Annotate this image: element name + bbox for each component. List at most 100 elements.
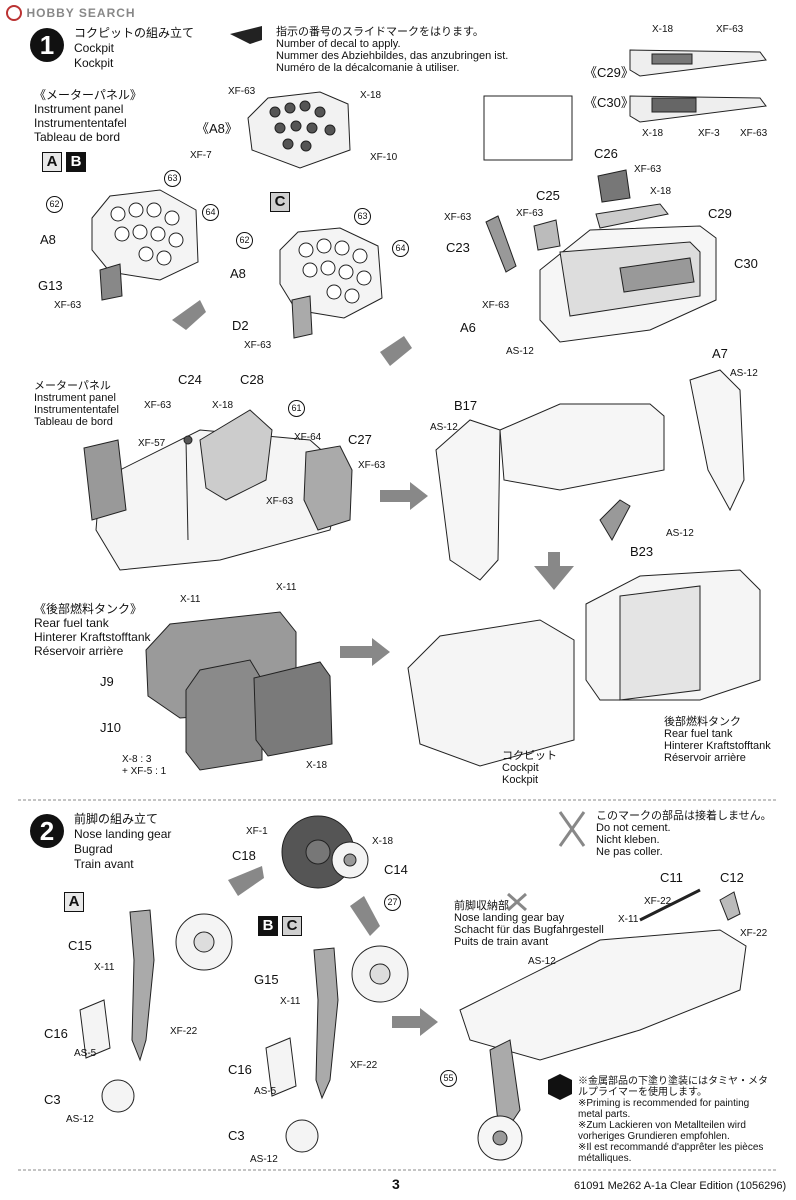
part-c28: C28 [240,372,264,387]
g13-color-xf63: XF-63 [54,300,82,311]
a8-color-xf10: XF-10 [370,152,398,163]
decal-note-de: Nummer des Abziehbildes, das anzubringen… [276,50,509,62]
part-c27: C27 [348,432,372,447]
decal-note-fr: Numéro de la décalcomanie à utiliser. [276,62,460,74]
part-c3: C3 [44,1092,61,1107]
c26-color-x18: X-18 [650,186,672,197]
rear-tank-caption-2: 後部燃料タンク Rear fuel tank Hinterer Kraftsto… [664,716,771,764]
variant-c-box-2: C [282,916,302,936]
a8-panel-drawing [247,91,351,169]
rear-fuel-tank-drawing [145,611,333,771]
cockpit-jp: コクピット [502,750,557,762]
cockpit-caption: コクピット Cockpit Kockpit [502,750,557,786]
c18-color-xf1: XF-1 [246,826,268,837]
part-g13: G13 [38,278,63,293]
part-a8-left: A8 [40,232,56,247]
hobby-search-logo: HOBBY SEARCH [6,4,136,22]
bay-jp: 前脚収納部 [454,900,509,912]
no-cement-en: Do not cement. [596,822,671,834]
c11-color-x11: X-11 [618,914,639,925]
side-panels-drawing [629,49,767,123]
instrument-panel2-fr: Tableau de bord [34,416,113,428]
no-cement-de: Nicht kleben. [596,834,660,846]
c11-color-xf22: XF-22 [644,896,672,907]
part-c26: C26 [594,146,618,161]
c16-bc-color-as5: AS-5 [254,1086,277,1097]
decal-note: 指示の番号のスライドマークをはります。 Number of decal to a… [276,26,508,74]
gear-bc-drawing [265,945,409,1153]
decal-note-jp: 指示の番号のスライドマークをはります。 [276,26,484,38]
b23-color-as12: AS-12 [666,528,694,539]
part-b17: B17 [454,398,478,413]
c28-color-xf64: XF-64 [294,432,322,443]
cockpit-tub-drawing [483,95,717,343]
part-c23: C23 [446,240,470,255]
part-c18: C18 [232,848,256,863]
bay-color-as12: AS-12 [528,956,556,967]
c3-color-as12: AS-12 [66,1114,94,1125]
c15-color-x11: X-11 [94,962,115,973]
step-2-title-de: Bugrad [74,842,113,856]
c30-color-xf3: XF-3 [698,128,720,139]
c24-color-xf57: XF-57 [138,438,166,449]
part-d2: D2 [232,318,249,333]
rear-tank2-de: Hinterer Kraftstofftank [664,740,771,752]
c29-color-x18: X-18 [652,24,674,35]
d2-color-xf63: XF-63 [244,340,272,351]
bay-de: Schacht für das Bugfahrgestell [454,924,604,936]
decal-62-marker-c: 62 [236,232,253,249]
j10-color-x18: X-18 [306,760,328,771]
c30-color-xf63: XF-63 [740,128,768,139]
nose-wheel-parts-drawing [281,815,369,889]
metal-primer-icon [548,1074,572,1100]
nose-gear-bay-drawing [459,888,747,1161]
part-j10: J10 [100,720,121,735]
decal-55-marker: 55 [440,1070,457,1087]
c30-color-x18: X-18 [642,128,664,139]
rear-tank-jp: 《後部燃料タンク》 [34,602,143,616]
c15-color-xf22: XF-22 [170,1026,198,1037]
g15-color-xf22: XF-22 [350,1060,378,1071]
c30-bracket-label: 《C30》 [584,95,634,110]
instrument-panel-ab-drawing [91,189,199,301]
instrument-panel2-en: Instrument panel [34,392,116,404]
no-cement-jp: このマークの部品は接着しません。 [596,810,772,822]
step-1-title-en: Cockpit [74,41,115,55]
g15-color-x11: X-11 [280,996,301,1007]
c3-bc-color-as12: AS-12 [250,1154,278,1165]
part-g15: G15 [254,972,279,987]
part-c16-bc: C16 [228,1062,252,1077]
priming-en: ※Priming is recommended for painting met… [578,1098,750,1120]
a7-color-as12: AS-12 [730,368,758,379]
priming-jp: ※金属部品の下塗り塗装にはタミヤ・メタルプライマーを使用します。 [578,1076,768,1098]
part-c3-bc: C3 [228,1128,245,1143]
instrument-panel-de: Instrumententafel [34,116,127,130]
logo-icon [6,4,22,21]
variant-a-box-2: A [64,892,84,912]
no-cement-fr: Ne pas coller. [596,846,663,858]
instrument-panel-caption-2: メーターパネル Instrument panel Instrumententaf… [34,380,119,428]
variant-b-box: B [66,152,86,172]
decal-63-marker: 63 [164,170,181,187]
step-1-title: コクピットの組み立て Cockpit Kockpit [74,26,194,71]
part-c11: C11 [660,870,683,885]
instrument-panel-caption: 《メーターパネル》 Instrument panel Instrumentent… [34,88,142,144]
no-cement-note: このマークの部品は接着しません。 Do not cement. Nicht kl… [596,810,772,858]
instrument-panel-en: Instrument panel [34,102,124,116]
variant-b-box-2: B [258,916,278,936]
decal-61-marker: 61 [288,400,305,417]
part-c25: C25 [536,188,560,203]
rear-tank-en: Rear fuel tank [34,616,109,630]
c14-color-x18: X-18 [372,836,394,847]
step-2-title: 前脚の組み立て Nose landing gear Bugrad Train a… [74,812,171,872]
step-2-title-en: Nose landing gear [74,827,172,841]
cockpit-en: Cockpit [502,762,539,774]
c24-color-x18: X-18 [212,400,234,411]
cockpit-with-tank-drawing [407,569,761,767]
instrument-panel2-de: Instrumententafel [34,404,119,416]
rear-tank2-en: Rear fuel tank [664,728,733,740]
decal-63-marker-c: 63 [354,208,371,225]
part-a6: A6 [460,320,476,335]
step-2-title-fr: Train avant [74,857,134,871]
